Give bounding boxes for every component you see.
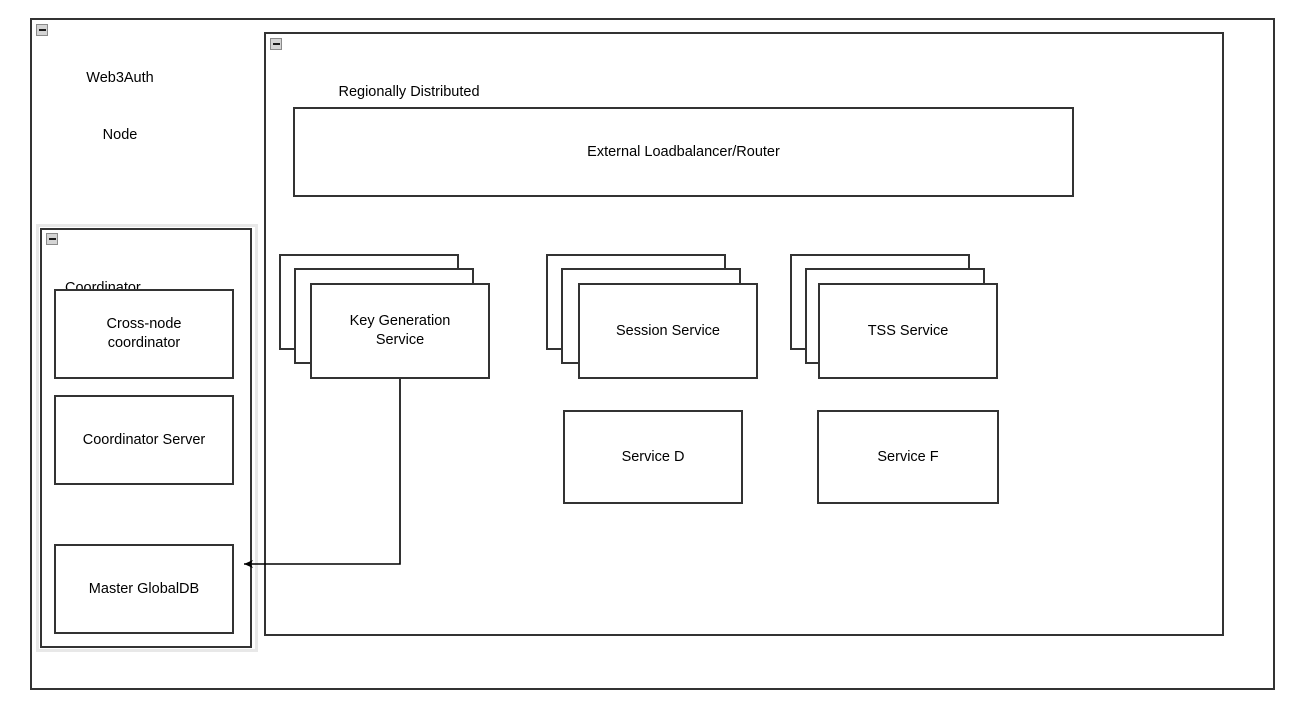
node-session-service[interactable]: Session Service: [578, 283, 758, 379]
node-label-external-loadbalancer: External Loadbalancer/Router: [587, 143, 780, 160]
node-master-globaldb[interactable]: Master GlobalDB: [54, 544, 234, 634]
collapse-minus-icon-web3auth-node[interactable]: [36, 24, 48, 36]
edge-keygen-to-master-globaldb: [244, 379, 401, 568]
minus-glyph: [272, 43, 280, 45]
node-coordinator-server[interactable]: Coordinator Server: [54, 395, 234, 485]
node-label-key-generation-service: Key Generation Service: [349, 313, 451, 348]
node-label-session-service: Session Service: [616, 322, 720, 339]
node-label-coordinator-server: Coordinator Server: [82, 431, 206, 448]
node-label-service-d: Service D: [621, 448, 685, 465]
collapse-minus-icon-regionally-distributed[interactable]: [270, 38, 282, 50]
regionally-distributed-title-line1: Regionally Distributed: [338, 84, 480, 100]
node-key-generation-service[interactable]: Key Generation Service: [310, 283, 490, 379]
node-external-loadbalancer[interactable]: External Loadbalancer/Router: [293, 107, 1074, 197]
minus-glyph: [48, 238, 56, 240]
web3auth-node-title-line2: Node: [102, 127, 138, 143]
minus-glyph: [38, 29, 46, 31]
node-cross-node-coordinator[interactable]: Cross-node coordinator: [54, 289, 234, 379]
node-label-master-globaldb: Master GlobalDB: [88, 580, 200, 597]
collapse-minus-icon-coordinator[interactable]: [46, 233, 58, 245]
container-title-web3auth-node: Web3Auth Node: [55, 31, 185, 183]
node-service-f[interactable]: Service F: [817, 410, 999, 504]
node-tss-service[interactable]: TSS Service: [818, 283, 998, 379]
node-label-tss-service: TSS Service: [867, 322, 949, 339]
node-label-cross-node-coordinator: Cross-node coordinator: [106, 316, 182, 351]
node-label-service-f: Service F: [877, 448, 939, 465]
web3auth-node-title-line1: Web3Auth: [86, 70, 154, 86]
node-service-d[interactable]: Service D: [563, 410, 743, 504]
